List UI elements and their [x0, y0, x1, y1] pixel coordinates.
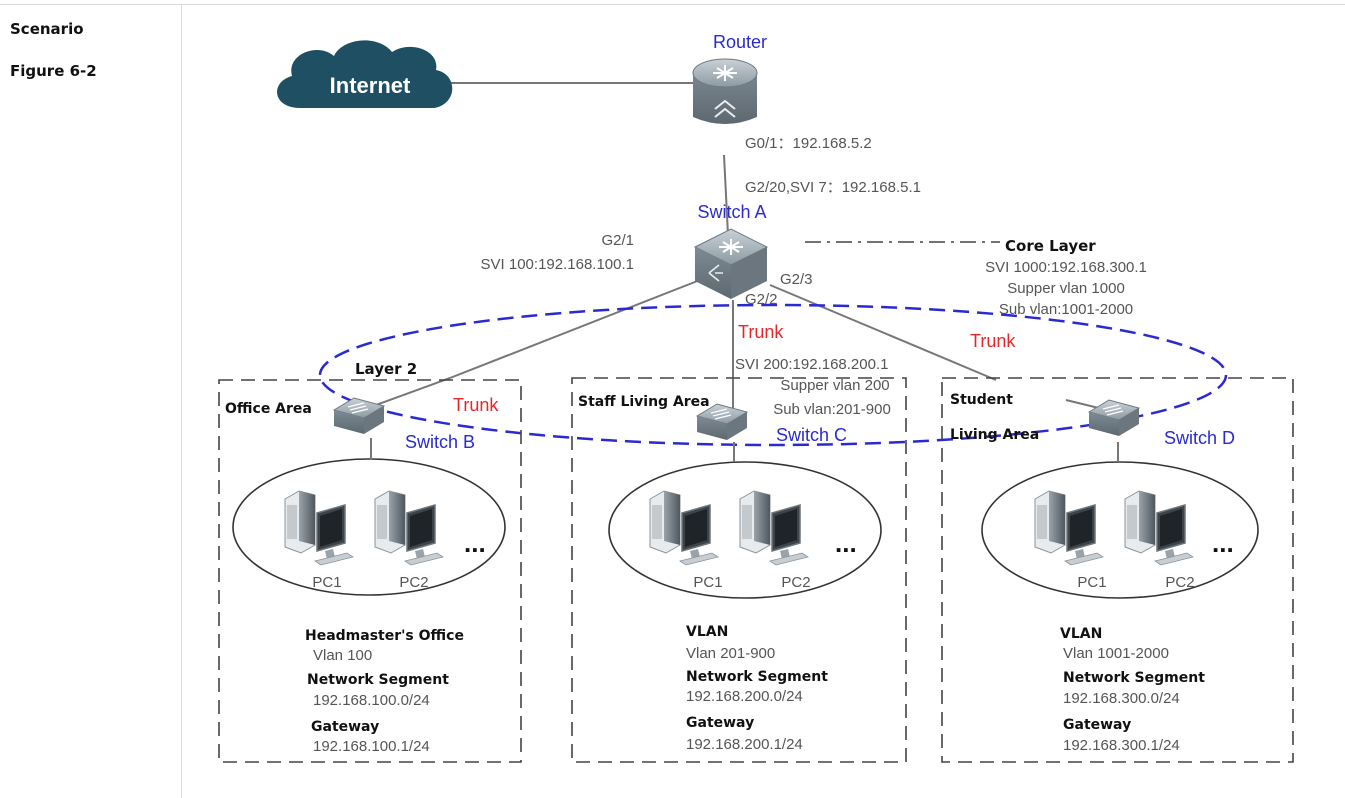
office-value-1: Vlan 100	[313, 647, 372, 664]
staff-value-1: Vlan 201-900	[686, 645, 775, 662]
staff-heading-1: VLAN	[686, 624, 728, 640]
switch-a-uplink-label: G2/20,SVI 7：192.168.5.1	[745, 179, 921, 196]
staff-heading-3: Gateway	[686, 715, 754, 731]
office-pc2-label: PC2	[399, 574, 428, 591]
switch-c-label: Switch C	[776, 425, 847, 445]
staff-pc1-label: PC1	[693, 574, 722, 591]
office-area-title: Office Area	[225, 401, 312, 417]
switch-b-label: Switch B	[405, 432, 475, 452]
top-rule	[0, 4, 1345, 5]
switch-c-svi-label: SVI 200:192.168.200.1	[735, 356, 888, 373]
staff-pc2-label: PC2	[781, 574, 810, 591]
student-pc2-label: PC2	[1165, 574, 1194, 591]
office-area-box	[218, 379, 522, 763]
figure-label: Figure 6-2	[10, 62, 97, 80]
switch-c-subvlan-label: Sub vlan:201-900	[773, 401, 891, 418]
office-more-label: ...	[464, 528, 486, 558]
office-heading-2: Network Segment	[307, 672, 449, 688]
layer-2-label: Layer 2	[355, 360, 417, 378]
student-area-box	[941, 377, 1294, 763]
switch-d-label: Switch D	[1164, 428, 1235, 448]
student-value-1: Vlan 1001-2000	[1063, 645, 1169, 662]
student-pc1-label: PC1	[1077, 574, 1106, 591]
port-g22-label: G2/2	[745, 291, 778, 308]
office-value-2: 192.168.100.0/24	[313, 692, 430, 709]
switch-a-switch-d-link-1	[769, 284, 997, 381]
staff-area-box	[571, 377, 907, 763]
staff-value-3: 192.168.200.1/24	[686, 736, 803, 753]
sidebar-divider	[181, 4, 182, 798]
staff-value-2: 192.168.200.0/24	[686, 688, 803, 705]
svi-100-label: SVI 100:192.168.100.1	[481, 256, 634, 273]
router-port-label: G0/1：192.168.5.2	[745, 135, 872, 152]
router-label: Router	[713, 32, 767, 52]
core-layer-title: Core Layer	[1005, 237, 1096, 255]
staff-more-label: ...	[835, 528, 857, 558]
core-supervlan-label: Supper vlan 1000	[1007, 280, 1125, 297]
trunk-label-left: Trunk	[453, 395, 499, 415]
staff-heading-2: Network Segment	[686, 669, 828, 685]
staff-area-title: Staff Living Area	[578, 394, 710, 410]
switch-a-label: Switch A	[697, 202, 766, 222]
switch-c-supervlan-label: Supper vlan 200	[780, 377, 889, 394]
layer-2-boundary	[318, 303, 1228, 447]
office-heading-1: Headmaster's Office	[305, 628, 464, 644]
student-heading-1: VLAN	[1060, 626, 1102, 642]
student-heading-2: Network Segment	[1063, 670, 1205, 686]
student-heading-3: Gateway	[1063, 717, 1131, 733]
router-switch-a-link	[723, 154, 729, 236]
switch-a-switch-b-link-1	[449, 279, 701, 379]
student-area-title: Student	[950, 392, 1013, 408]
office-pc1-label: PC1	[312, 574, 341, 591]
switch-d-icon	[1088, 399, 1140, 437]
port-g21-label: G2/1	[601, 232, 634, 249]
port-g23-label: G2/3	[780, 271, 813, 288]
core-svi-label: SVI 1000:192.168.300.1	[985, 259, 1147, 276]
office-pc-group	[232, 458, 506, 596]
student-area-title-line2: Living Area	[950, 427, 1039, 443]
switch-a-icon	[693, 228, 769, 299]
scenario-heading: Scenario	[10, 20, 84, 38]
internet-label: Internet	[330, 73, 411, 98]
student-value-3: 192.168.300.1/24	[1063, 737, 1180, 754]
student-value-2: 192.168.300.0/24	[1063, 690, 1180, 707]
switch-b-icon	[333, 397, 385, 435]
internet-cloud-icon	[277, 40, 453, 108]
core-subvlan-label: Sub vlan:1001-2000	[999, 301, 1133, 318]
office-heading-3: Gateway	[311, 719, 379, 735]
student-more-label: ...	[1212, 528, 1234, 558]
trunk-label-center: Trunk	[738, 322, 784, 342]
router-icon	[692, 58, 758, 124]
office-value-3: 192.168.100.1/24	[313, 738, 430, 755]
switch-a-switch-b-link-2	[375, 377, 451, 406]
trunk-label-right: Trunk	[970, 331, 1016, 351]
